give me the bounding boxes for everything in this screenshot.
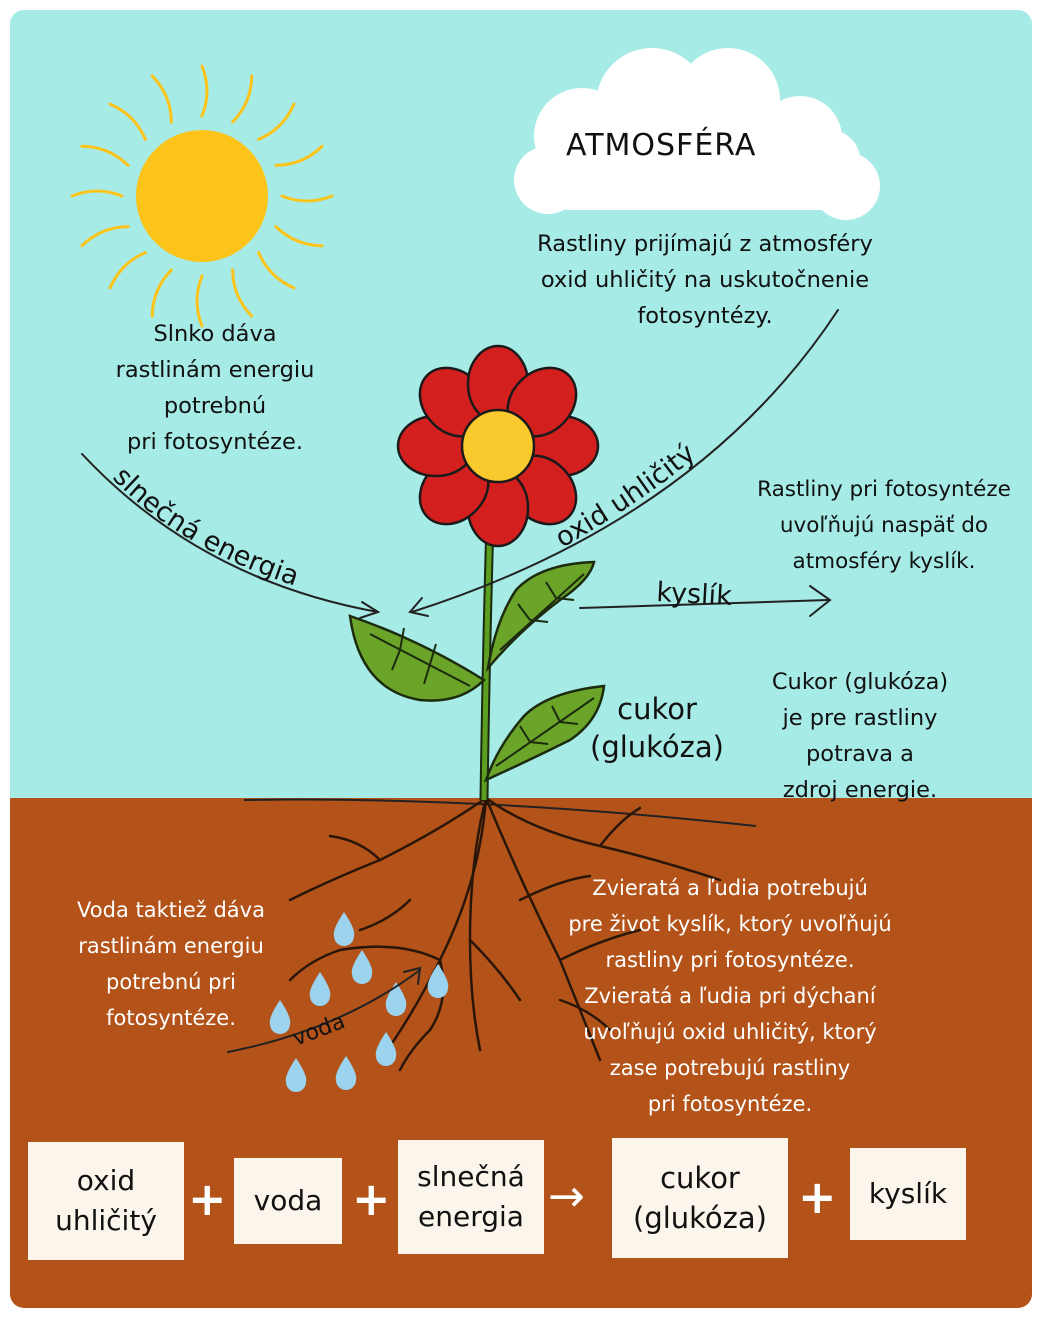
label-oxygen: kyslík	[656, 577, 733, 612]
equation-term-water: voda	[234, 1158, 342, 1244]
sun-text: Slnko dáva rastlinám energiu potrebnú pr…	[80, 316, 350, 460]
equation-plus: +	[188, 1176, 227, 1222]
atmosphere-text: Rastliny prijímajú z atmosféry oxid uhli…	[490, 226, 920, 334]
equation-plus: +	[798, 1174, 837, 1220]
equation-plus: +	[352, 1176, 391, 1222]
flower-icon	[398, 346, 598, 546]
animals-info-text: Zvieratá a ľudia potrebujú pre život kys…	[520, 870, 940, 1122]
cloud-title: ATMOSFÉRA	[566, 128, 756, 163]
equation-term-co2: oxid uhličitý	[28, 1142, 184, 1260]
label-sugar: cukor (glukóza)	[582, 690, 732, 766]
equation-term-solar-energy: slnečná energia	[398, 1140, 544, 1254]
water-info-text: Voda taktiež dáva rastlinám energiu potr…	[40, 892, 302, 1036]
oxygen-release-text: Rastliny pri fotosyntéze uvoľňujú naspäť…	[714, 472, 1042, 580]
equation-term-sugar: cukor (glukóza)	[612, 1138, 788, 1258]
equation-term-oxygen: kyslík	[850, 1148, 966, 1240]
sugar-info-text: Cukor (glukóza) je pre rastliny potrava …	[740, 664, 980, 808]
equation-arrow: →	[548, 1174, 585, 1220]
